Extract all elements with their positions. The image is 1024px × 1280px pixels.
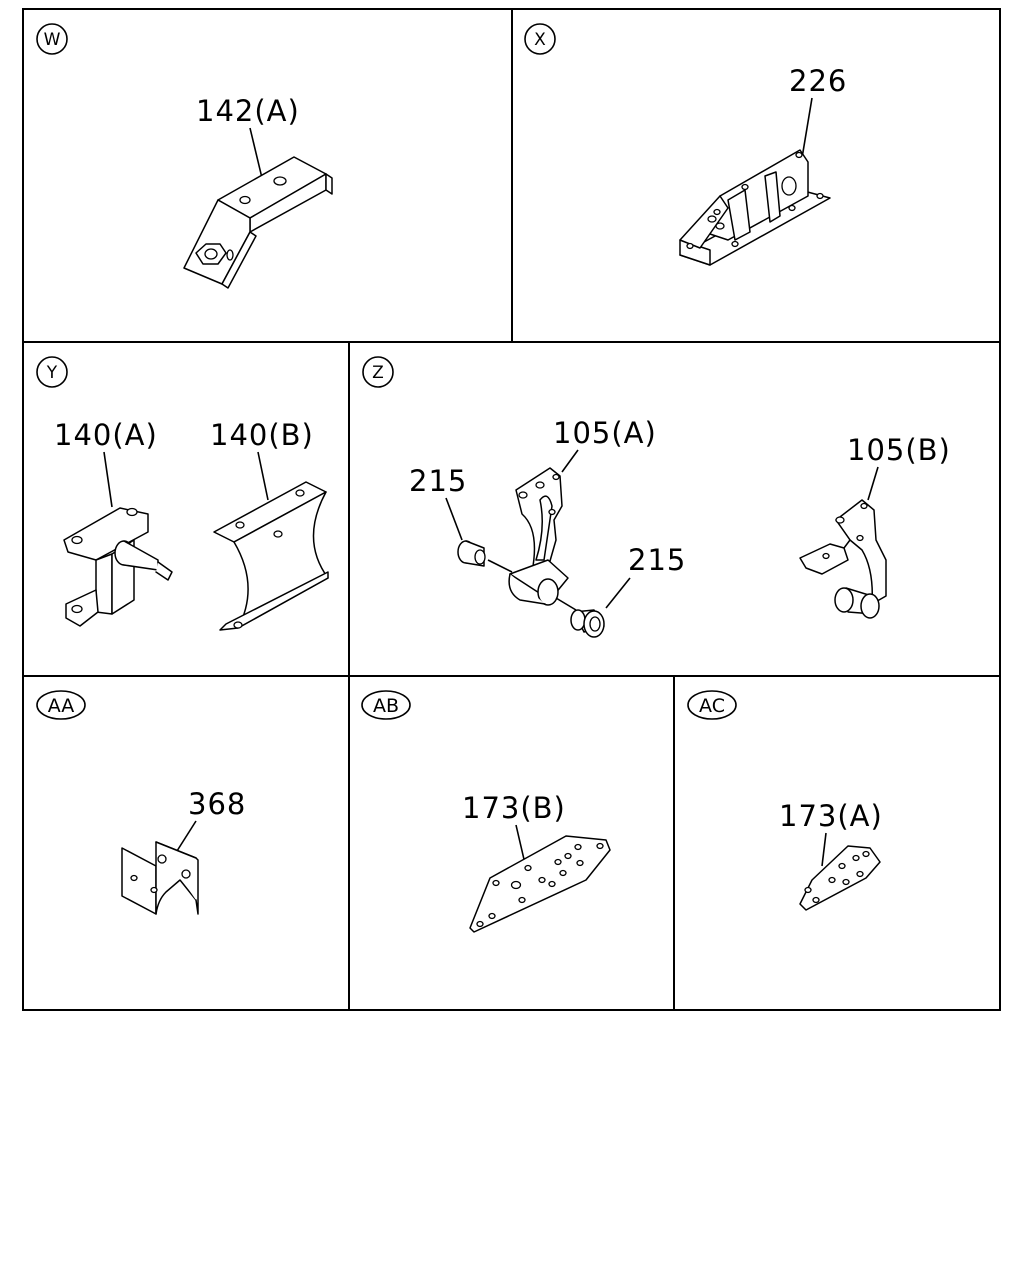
panel-id-y: Y [36, 356, 68, 388]
panel-x: X 226 [524, 23, 847, 266]
panel-id-x-text: X [534, 30, 546, 50]
panel-id-aa: AA [36, 690, 86, 720]
panel-aa: AA 368 [36, 690, 246, 915]
leader-215-right [605, 577, 631, 609]
panel-ac: AC 173(A) [687, 690, 883, 911]
part-105b-drawing [799, 499, 887, 619]
part-label-368[interactable]: 368 [188, 787, 246, 821]
leader-105b [867, 466, 879, 501]
panel-y: Y 140(A) 140(B) [36, 356, 329, 631]
leader-173a [821, 832, 827, 867]
part-215-left-drawing [457, 540, 513, 573]
part-173b-drawing [469, 835, 611, 933]
part-105a-drawing [508, 467, 577, 611]
part-215-right-drawing [570, 609, 605, 638]
panel-id-ab: AB [361, 690, 411, 720]
panel-id-ab-text: AB [373, 695, 399, 717]
part-label-105b[interactable]: 105(B) [847, 433, 951, 467]
part-368-drawing [121, 841, 199, 915]
part-140a-drawing [63, 507, 173, 627]
part-label-142a[interactable]: 142(A) [196, 94, 300, 128]
panel-id-x: X [524, 23, 556, 55]
part-173a-drawing [799, 845, 881, 911]
part-label-105a[interactable]: 105(A) [553, 416, 657, 450]
part-label-173b[interactable]: 173(B) [462, 791, 566, 825]
leader-105a [561, 449, 579, 473]
panel-id-y-text: Y [46, 363, 58, 383]
part-label-173a[interactable]: 173(A) [779, 799, 883, 833]
part-label-226[interactable]: 226 [789, 64, 847, 98]
panel-id-w-text: W [44, 30, 61, 50]
leader-215-left [445, 497, 463, 541]
part-140b-drawing [213, 481, 329, 631]
panel-id-z: Z [362, 356, 394, 388]
part-label-215-left[interactable]: 215 [409, 464, 467, 498]
leader-140a [103, 451, 113, 508]
panel-ab: AB 173(B) [361, 690, 611, 933]
part-label-215-right[interactable]: 215 [628, 543, 686, 577]
leader-140b [257, 451, 269, 501]
panel-id-w: W [36, 23, 68, 55]
panel-id-aa-text: AA [48, 695, 75, 717]
leader-142a [249, 127, 263, 179]
panel-id-ac: AC [687, 690, 737, 720]
panel-z: Z 215 105(A) 215 [362, 356, 951, 638]
leader-226 [801, 97, 813, 159]
part-142a-drawing [183, 156, 333, 289]
panel-grid [22, 8, 1001, 1011]
part-label-140a[interactable]: 140(A) [54, 418, 158, 452]
part-label-140b[interactable]: 140(B) [210, 418, 314, 452]
panel-id-ac-text: AC [699, 695, 725, 717]
panel-id-z-text: Z [372, 363, 384, 383]
panel-w: W 142(A) [36, 23, 333, 289]
part-226-drawing [679, 149, 831, 266]
